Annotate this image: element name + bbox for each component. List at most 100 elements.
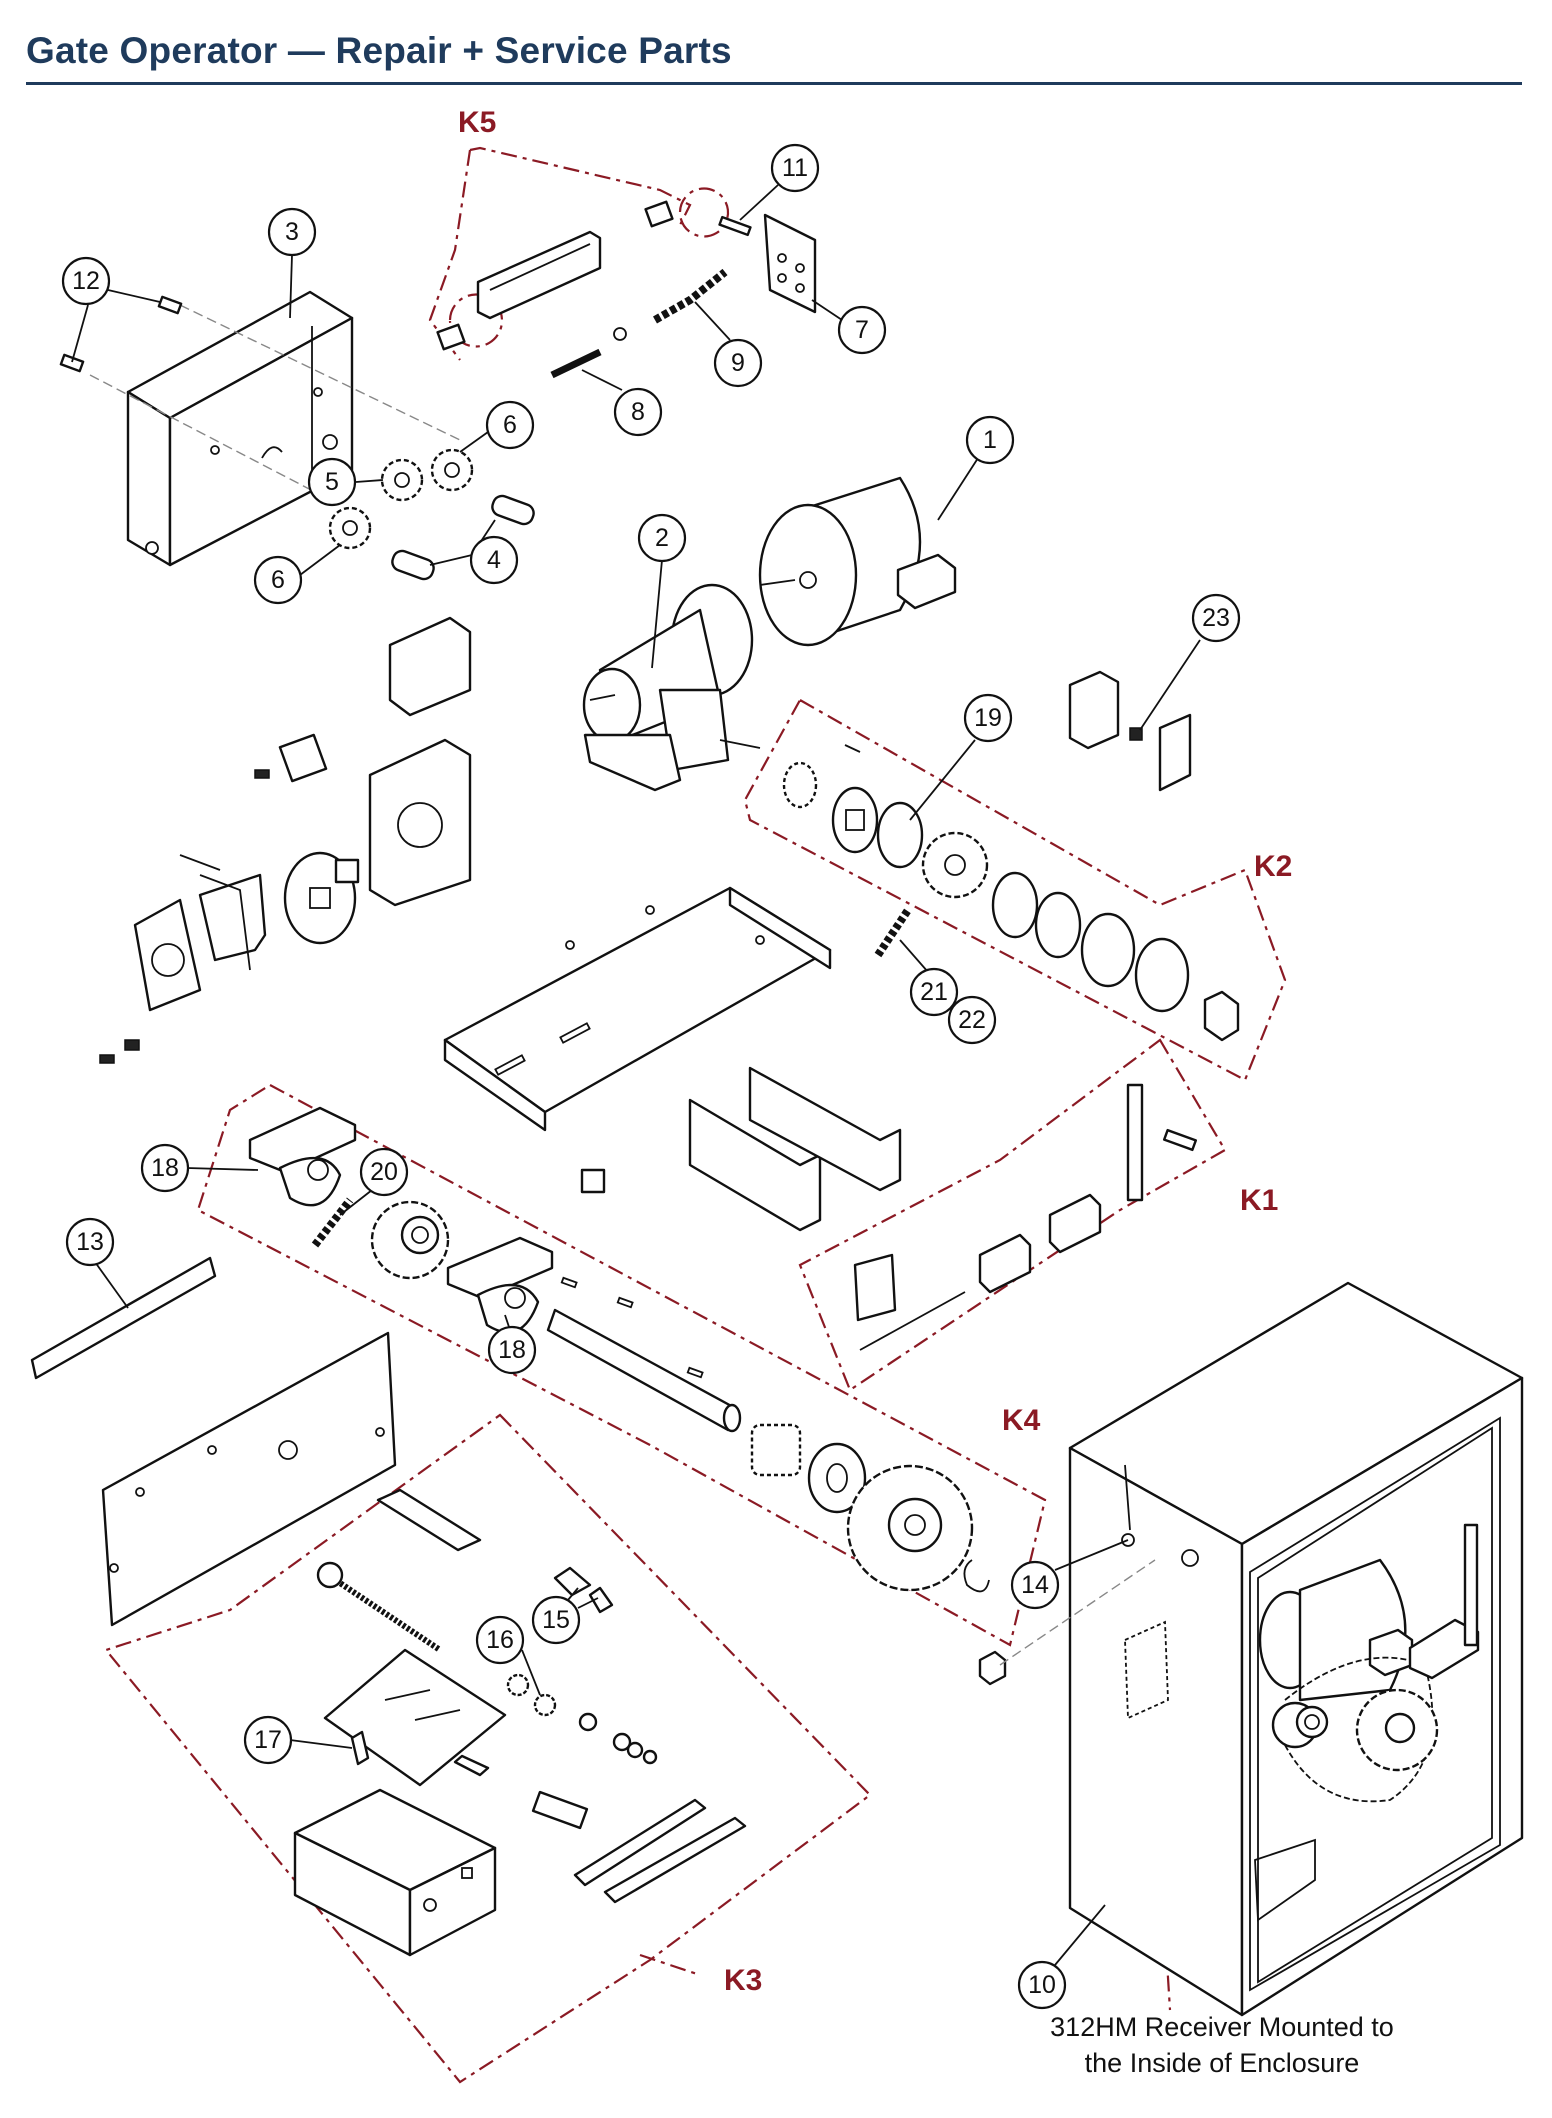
callout-label-8: 8: [631, 398, 645, 426]
bearings: [248, 1106, 554, 1334]
drive-sprocket: [311, 1197, 450, 1280]
k3-parts: [293, 1488, 747, 1957]
callout-12: [61, 256, 111, 306]
title-divider: [26, 82, 1522, 85]
receiver-note-line-1: 312HM Receiver Mounted to: [1050, 2012, 1394, 2042]
callout-21: [909, 967, 959, 1017]
callout-6-upper: [485, 400, 535, 450]
callout-label-17: 17: [254, 1726, 282, 1754]
callout-label-6-lower: 6: [271, 566, 285, 594]
callout-label-2: 2: [655, 524, 669, 552]
drive-shaft: [546, 1276, 742, 1433]
callout-label-18-lower: 18: [498, 1336, 526, 1364]
callout-label-4: 4: [487, 546, 501, 574]
rod-nut: [613, 327, 627, 341]
limit-arm-parts: [853, 1083, 1198, 1351]
callout-15: [531, 1595, 581, 1645]
threaded-rod: [550, 348, 602, 379]
kit-outlines: [104, 146, 1287, 2084]
cover-axis-b: [89, 374, 341, 506]
drive-gear-stack: [750, 1423, 1007, 1686]
callout-6-lower: [253, 555, 303, 605]
callout-13: [65, 1217, 115, 1267]
limit-switch-bracket: [436, 200, 674, 351]
kit-label-k5: K5: [458, 106, 496, 139]
receiver-outline: [1124, 1620, 1169, 1720]
callout-label-23: 23: [1202, 604, 1230, 632]
callout-7: [837, 305, 887, 355]
mounting-plate: [763, 213, 817, 314]
frame-channel: [443, 886, 832, 1132]
callout-17: [243, 1715, 293, 1765]
kit-label-k1: K1: [1240, 1184, 1278, 1217]
callout-label-21: 21: [920, 978, 948, 1006]
base-plate: [101, 1331, 397, 1627]
callout-label-18-upper: 18: [151, 1154, 179, 1182]
kit-labels: K5 K2 K1 K4 K3: [458, 106, 1292, 1997]
callout-18-upper: [140, 1143, 190, 1193]
kit-label-k2: K2: [1254, 850, 1292, 883]
kit-label-k3: K3: [724, 1964, 762, 1997]
callout-10: [1017, 1960, 1067, 2010]
callout-19: [963, 693, 1013, 743]
callout-label-3: 3: [285, 218, 299, 246]
callout-label-9: 9: [731, 349, 745, 377]
enclosure-bolt-axis: [999, 1559, 1156, 1666]
kit-k2-outline: [743, 698, 1287, 1082]
callout-5: [307, 457, 357, 507]
callout-label-7: 7: [855, 316, 869, 344]
callout-label-11: 11: [782, 154, 808, 182]
callout-label-20: 20: [370, 1158, 398, 1186]
callout-16: [475, 1615, 525, 1665]
enclosure: [1068, 1281, 1524, 2017]
kit-k3-outline: [104, 1413, 872, 2084]
small-chain: [874, 907, 912, 958]
callout-8: [613, 387, 663, 437]
callout-18-lower: [487, 1325, 537, 1375]
receiver-note-line-2: the Inside of Enclosure: [1085, 2048, 1360, 2078]
callout-label-12: 12: [72, 267, 100, 295]
kit-k5-outline: [469, 146, 692, 226]
kit-k4-outline: [196, 1083, 1047, 1647]
callout-23: [1191, 593, 1241, 643]
callout-1: [965, 415, 1015, 465]
callout-label-10: 10: [1028, 1971, 1056, 1999]
kit-label-k4: K4: [1002, 1404, 1041, 1437]
callout-3: [267, 207, 317, 257]
callout-label-13: 13: [76, 1228, 104, 1256]
callout-label-15: 15: [542, 1606, 570, 1634]
callout-9: [713, 338, 763, 388]
cover-panel: [126, 290, 354, 567]
callout-label-5: 5: [325, 468, 339, 496]
chain-piece: [653, 268, 728, 324]
kit-k1-outline: [798, 1038, 1227, 1392]
callout-label-19: 19: [974, 704, 1002, 732]
small-sprockets: [328, 448, 474, 550]
motor: [758, 476, 957, 647]
callout-14: [1010, 1560, 1060, 1610]
k3-label-leader: [639, 1953, 701, 1977]
callouts: 1 2 3 4 5 6 6 7 8 9: [61, 143, 1241, 2010]
callout-label-6-upper: 6: [503, 411, 517, 439]
parts: [30, 200, 1524, 2017]
angle-brackets: [688, 1066, 902, 1232]
clutch-assembly: [782, 744, 1240, 1042]
callout-4: [469, 535, 519, 585]
k5-part-ring-b: [678, 187, 730, 238]
page-title: Gate Operator — Repair + Service Parts: [26, 30, 732, 71]
bracket-bolt: [718, 215, 752, 237]
gearbox: [582, 583, 761, 792]
small-bracket: [580, 1168, 606, 1194]
callout-label-16: 16: [486, 1626, 514, 1654]
callout-label-14: 14: [1021, 1571, 1049, 1599]
callout-20: [359, 1147, 409, 1197]
callout-22: [947, 995, 997, 1045]
callout-label-1: 1: [983, 426, 997, 454]
receiver-note: 312HM Receiver Mounted to the Inside of …: [1050, 2012, 1394, 2078]
rollers: [391, 494, 535, 581]
relay-module: [1068, 670, 1192, 792]
callout-label-22: 22: [958, 1006, 986, 1034]
rail-bar: [30, 1256, 217, 1380]
callout-11: [770, 143, 820, 193]
